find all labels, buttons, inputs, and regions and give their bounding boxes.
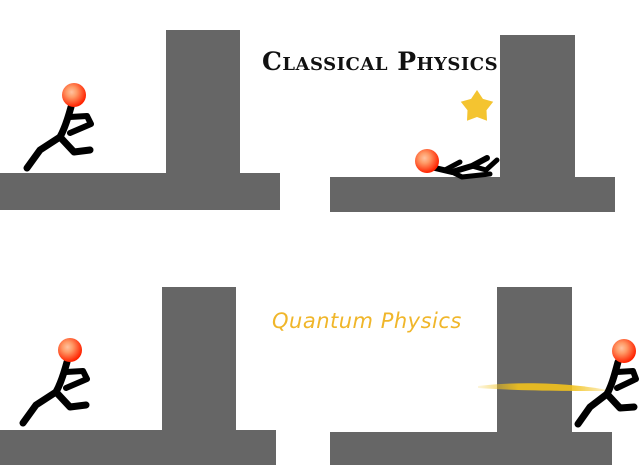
star-icon (460, 90, 494, 121)
wall-barrier (0, 30, 280, 210)
wall-barrier (0, 287, 276, 465)
classical-physics-label: Classical Physics (262, 47, 498, 76)
figure-arm (67, 113, 94, 136)
figure-head (415, 149, 439, 173)
figure-leg (603, 390, 638, 412)
figure-body (574, 358, 622, 428)
fallen-figure (415, 149, 500, 180)
figure-leg (52, 388, 90, 411)
panel-classical-approach (0, 30, 280, 210)
running-figure (23, 83, 94, 172)
panel-classical-collision (330, 35, 615, 212)
quantum-physics-label: Quantum Physics (272, 309, 462, 333)
running-figure (574, 339, 639, 428)
running-figure (19, 338, 90, 427)
figure-head (612, 339, 636, 363)
figure-arm (442, 159, 463, 173)
figure-legs (449, 157, 500, 180)
figure-arm (614, 368, 639, 391)
figure-head (62, 83, 86, 107)
panel-quantum-approach (0, 287, 276, 465)
figure-head (58, 338, 82, 362)
panel-quantum-tunneling (330, 287, 639, 465)
wall-barrier (330, 35, 615, 212)
wall-barrier (330, 287, 612, 465)
figure-arm (63, 368, 90, 391)
figure-leg (56, 133, 94, 156)
tunnel-streak (478, 383, 612, 391)
